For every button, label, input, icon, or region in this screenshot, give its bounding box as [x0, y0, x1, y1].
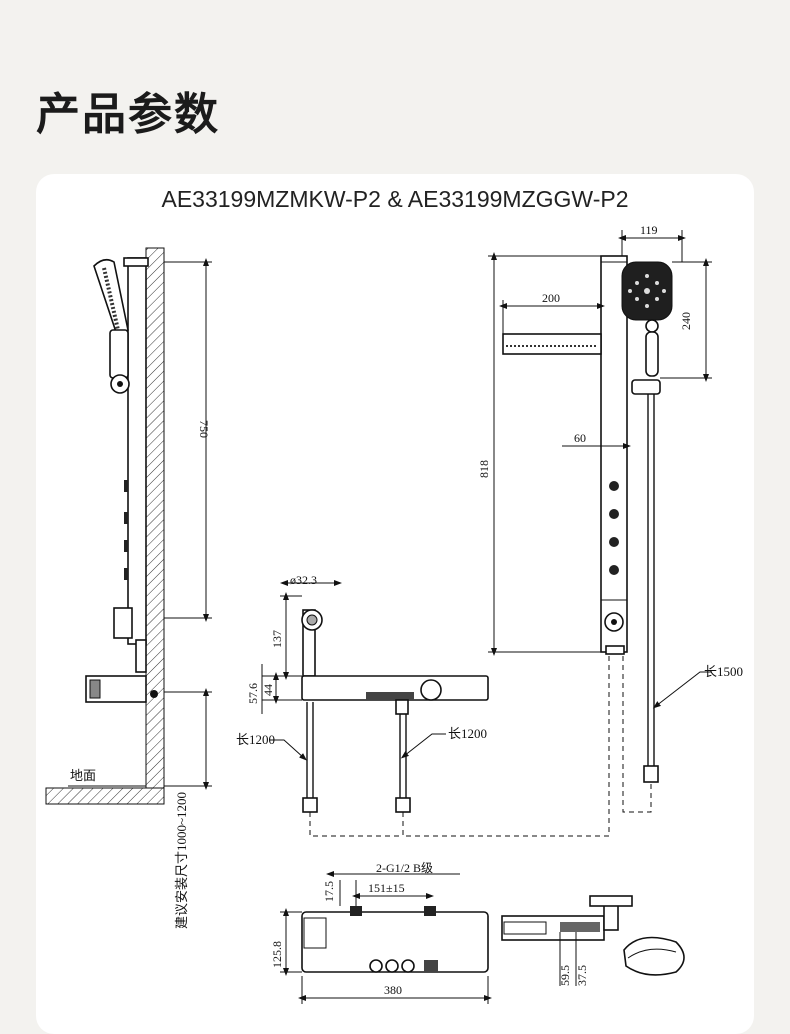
dim-44: 44 [261, 684, 275, 696]
dim-125-8: 125.8 [270, 941, 284, 968]
dim-119: 119 [640, 223, 658, 237]
hand-shower-side [93, 258, 129, 340]
detail-knob [623, 936, 685, 976]
dim-137: 137 [270, 630, 284, 648]
floor-label: 地面 [70, 768, 96, 783]
detail-side-view: 59.5 37.5 [501, 895, 685, 986]
dim-spacing: 151±15 [368, 881, 405, 895]
install-height-label: 建议安装尺寸1000~1200 [174, 792, 189, 929]
model-number: AE33199MZMKW-P2 & AE33199MZGGW-P2 [161, 186, 629, 212]
dim-59-5: 59.5 [558, 965, 572, 986]
floor [45, 787, 165, 805]
side-view: 750 建议安装尺寸1000~1200 地面 [45, 247, 212, 929]
dim-750: 750 [197, 420, 211, 438]
front-view: 119 200 240 818 60 长1500 [402, 223, 743, 837]
hose-right-label: 长1200 [448, 726, 487, 741]
dim-240: 240 [679, 312, 693, 330]
dim-200: 200 [542, 291, 560, 305]
dim-17-5: 17.5 [322, 881, 336, 902]
hose-left-label: 长1200 [236, 732, 275, 747]
dim-37-5: 37.5 [575, 965, 589, 986]
dim-60: 60 [574, 431, 586, 445]
dim-spout-dia: ø32.3 [290, 573, 317, 587]
wall [145, 247, 165, 789]
dim-818: 818 [477, 460, 491, 478]
dim-380: 380 [384, 983, 402, 997]
shower-column [127, 257, 147, 645]
page-title: 产品参数 [36, 89, 220, 140]
hose-1500-label: 长1500 [704, 664, 743, 679]
rain-shelf [502, 333, 602, 355]
valve-top-view: 2-G1/2 B级 17.5 151±15 125.8 380 [270, 861, 492, 1004]
dim-57-6: 57.6 [246, 683, 260, 704]
valve-front-view: ø32.3 137 57.6 44 长1200 长1200 [236, 573, 489, 837]
column-front [600, 255, 628, 653]
thread-label: 2-G1/2 B级 [376, 861, 433, 875]
